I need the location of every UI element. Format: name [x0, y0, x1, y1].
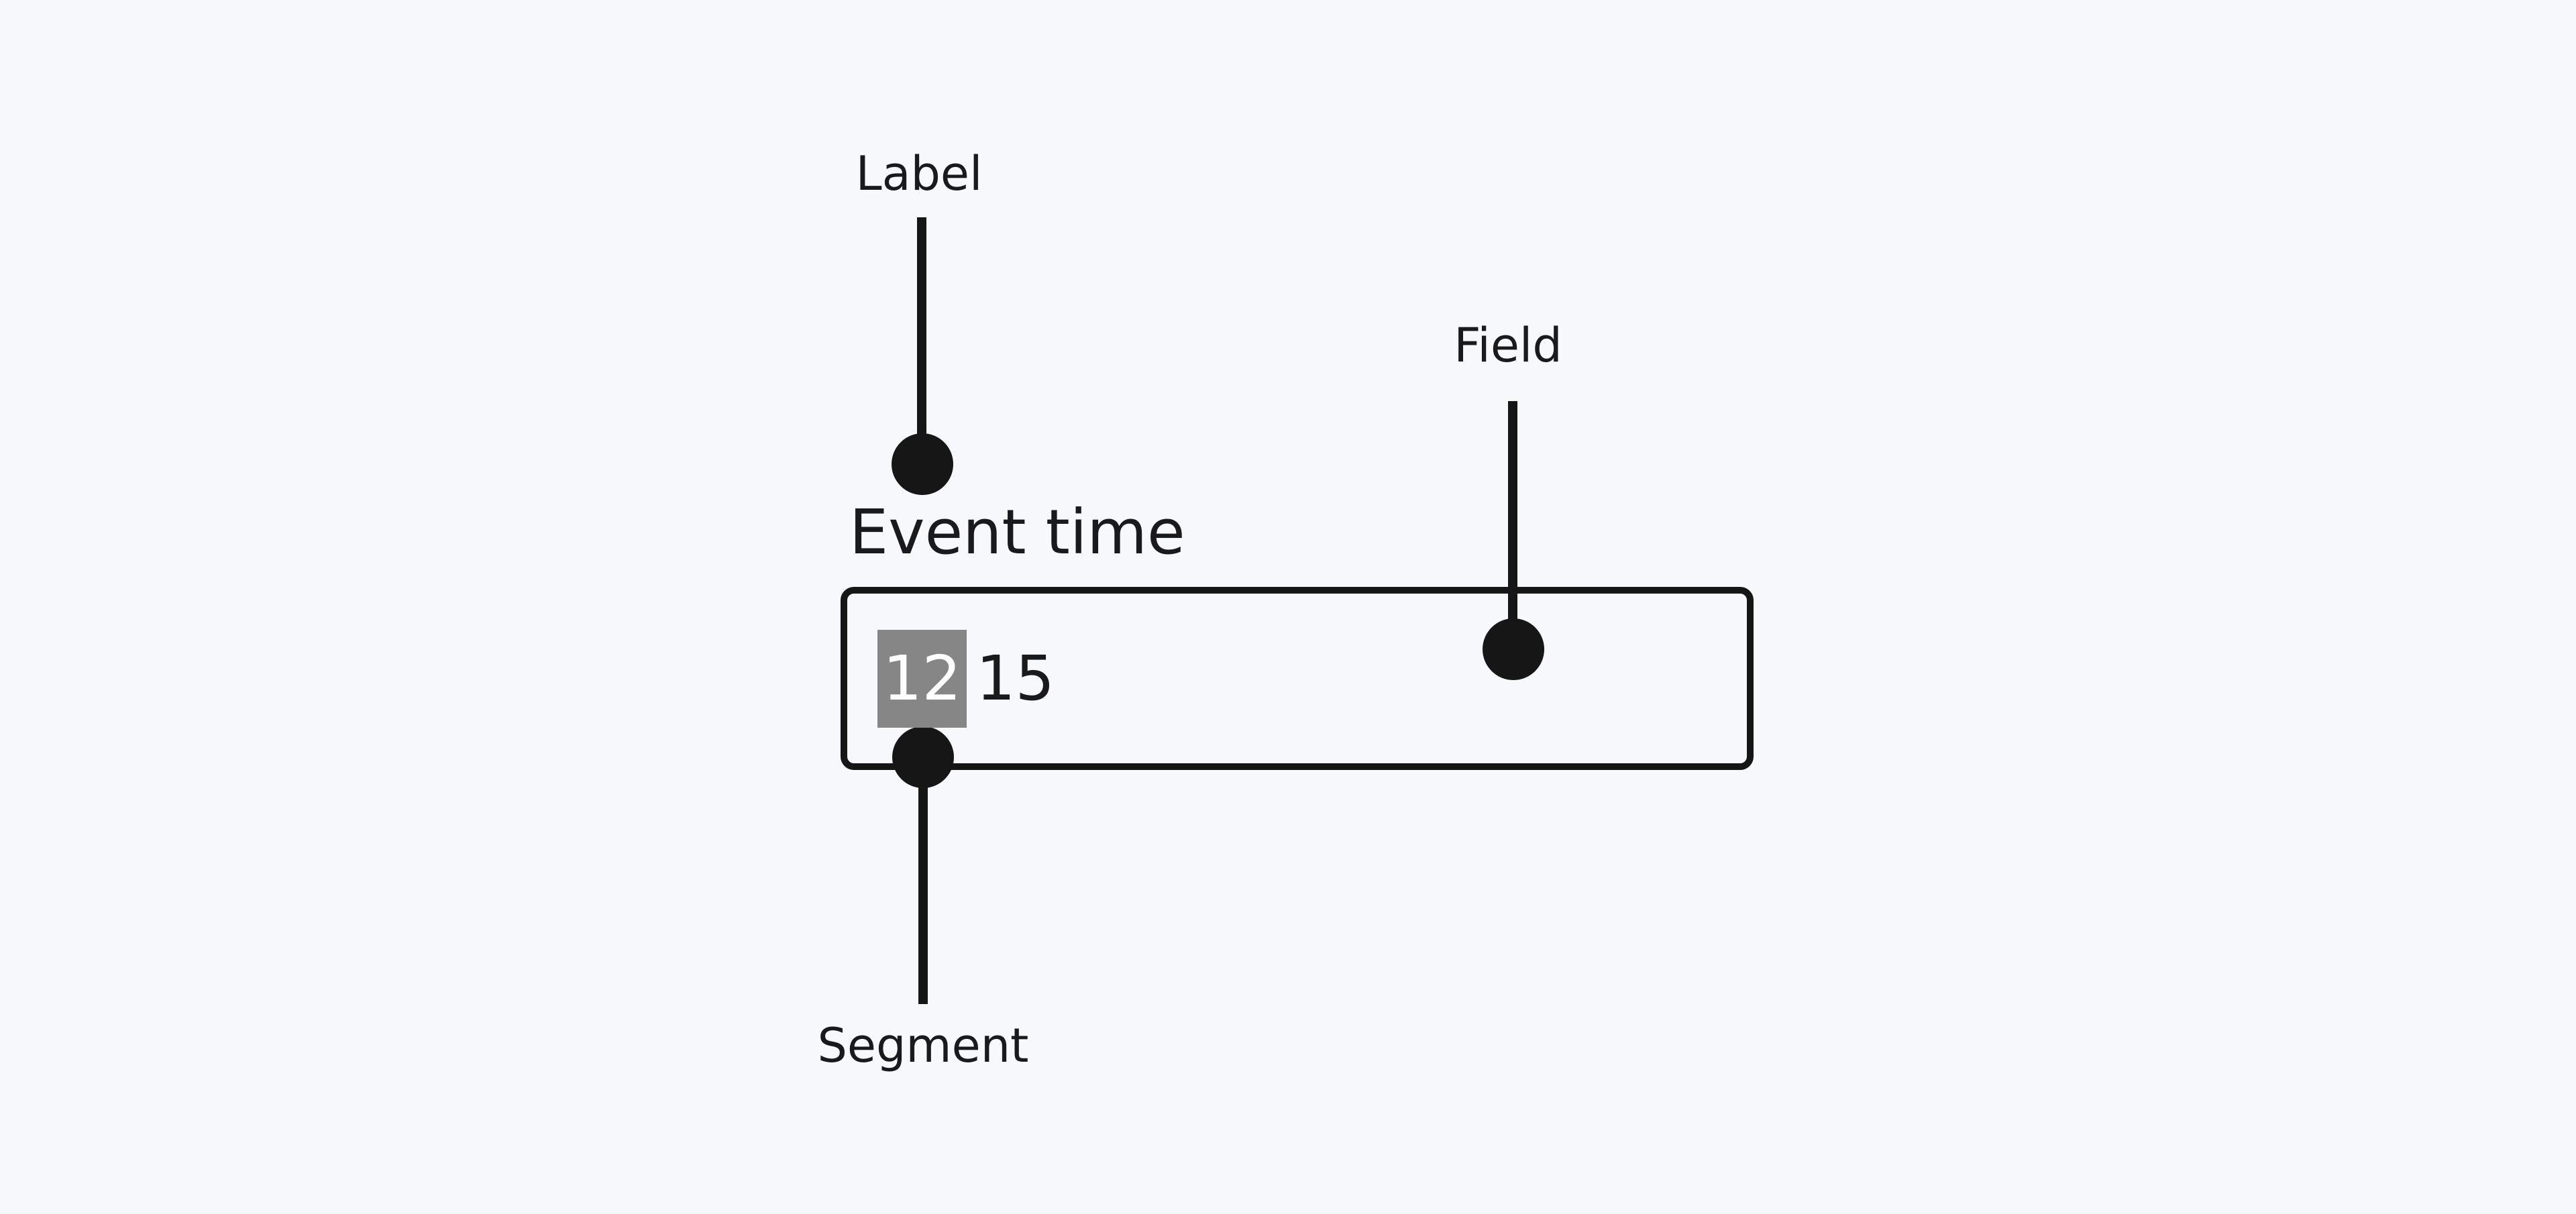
field-callout-text: Field	[1454, 318, 1562, 373]
time-field-label: Event time	[849, 496, 1185, 568]
label-pointer-line	[917, 217, 926, 445]
label-pointer-dot	[892, 433, 953, 495]
time-field[interactable]: 12 15	[841, 587, 1754, 770]
segment-callout-text: Segment	[817, 1018, 1029, 1073]
field-pointer-line	[1508, 401, 1517, 629]
segment-pointer-line	[918, 757, 928, 1004]
minute-segment[interactable]: 15	[976, 642, 1055, 714]
hour-segment[interactable]: 12	[877, 629, 967, 728]
field-pointer-dot	[1483, 618, 1544, 680]
label-callout-text: Label	[855, 146, 983, 201]
